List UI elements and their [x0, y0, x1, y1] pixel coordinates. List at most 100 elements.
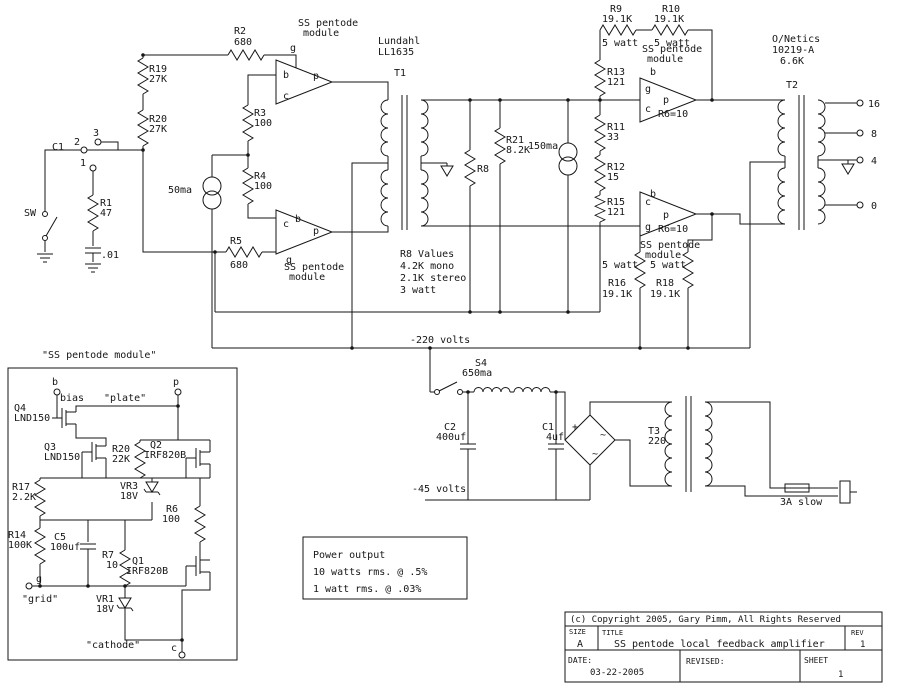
value-label: 22K [112, 454, 130, 465]
pin-letter: g [645, 84, 651, 95]
pin-letter: g [645, 222, 651, 233]
switch-sw-lever [45, 216, 58, 237]
fuse-rating: 3A slow [780, 497, 823, 508]
value-label: 220 [648, 436, 666, 447]
switch-s4-contact [434, 389, 440, 395]
title-label: TITLE [602, 629, 623, 637]
rail-label: -220 volts [410, 335, 470, 346]
module-callout: SS pentode [642, 44, 702, 55]
ref-label: R2 [234, 26, 246, 37]
t2-impedance: 6.6K [780, 56, 804, 67]
pin-label: 1 [80, 158, 86, 169]
value-label: 18V [120, 491, 138, 502]
tap-label: 0 [871, 201, 877, 212]
module-terminal-p [174, 388, 182, 396]
value-label: 100 [254, 118, 272, 129]
value-label: 100uf [50, 542, 80, 553]
value-label: 19.1K [602, 14, 632, 25]
terminal-name: bias [60, 393, 84, 404]
ref-label: R20 [149, 114, 167, 125]
module-callout: module [645, 250, 681, 261]
t1-ref: T1 [394, 68, 406, 79]
value-label: LND150 [14, 413, 50, 424]
input-pin-3 [94, 138, 102, 146]
ref-label: R16 [608, 278, 626, 289]
switch-label: SW [24, 208, 37, 219]
output-tap-4 [856, 156, 864, 164]
drawing-title: SS pentode local feedback amplifier [614, 639, 825, 650]
ref-label: R10 [662, 4, 680, 15]
rating-label: 5 watt [650, 260, 686, 271]
value-label: 100K [8, 540, 32, 551]
ref-label: R17 [12, 482, 30, 493]
note-line: 4.2K mono [400, 261, 454, 272]
junction-dots [38, 53, 714, 642]
ref-label: R19 [149, 64, 167, 75]
module-heading: "SS pentode module" [42, 350, 156, 361]
wires-t1-section [332, 81, 448, 348]
fuse-icon [784, 483, 810, 493]
tap-label: 8 [871, 129, 877, 140]
ref-label: R11 [607, 122, 625, 133]
value-label: 10 [106, 560, 118, 571]
rev-value: 1 [860, 640, 865, 650]
value-label: 8.2K [506, 145, 530, 156]
module-terminal-c [178, 651, 186, 659]
switch-s4-contact [457, 389, 463, 395]
rating-label: 5 watt [602, 260, 638, 271]
title-block-text: (c) Copyright 2005, Gary Pimm, All Right… [568, 615, 865, 680]
terminal-name: "cathode" [86, 640, 140, 651]
pin-letter: g [286, 255, 292, 266]
t1-model: LL1635 [378, 47, 414, 58]
date-label: DATE: [568, 656, 592, 665]
value-label: IRF820B [144, 450, 186, 461]
terminal-letter: p [173, 377, 179, 388]
rating-label: 650ma [462, 368, 492, 379]
ref-label: S4 [475, 358, 487, 369]
module-detail-box [7, 367, 238, 661]
ref-label: R18 [656, 278, 674, 289]
pin-label: 2 [74, 137, 80, 148]
ref-label: C5 [54, 532, 66, 543]
ac-mark: ~ [592, 449, 598, 460]
value-label: 19.1K [654, 14, 684, 25]
value-label: 121 [607, 207, 625, 218]
ref-label: Q4 [14, 403, 26, 414]
outline-boxes [7, 367, 468, 661]
t2-make: O/Netics [772, 34, 820, 45]
terminal-name: "grid" [22, 594, 58, 605]
value-label: .01 [101, 250, 119, 261]
pin-letter: g [290, 43, 296, 54]
value-label: 2.2K [12, 492, 36, 503]
input-pin-1 [89, 164, 97, 172]
ref-label: R1 [100, 198, 112, 209]
t1-make: Lundahl [378, 36, 420, 47]
ref-label: Q3 [44, 442, 56, 453]
value-label: LND150 [44, 452, 80, 463]
value-label: 15 [607, 172, 619, 183]
polarity-plus: + [572, 422, 578, 433]
labels-right: R9 19.1K 5 watt R10 19.1K 5 watt R13 121… [602, 4, 702, 300]
terminal-letter: c [171, 643, 177, 654]
pin-label: 3 [93, 128, 99, 139]
module-callout: module [647, 54, 683, 65]
ac-mark: ~ [600, 430, 606, 441]
connector-terminals [25, 99, 864, 659]
pin-letter: p [663, 210, 669, 221]
wires-neg220-rail [212, 347, 750, 392]
ref-label: R8 [477, 164, 489, 175]
labels-input: C1 3 2 1 SW R1 47 .01 R19 27K R20 27K R2… [24, 26, 272, 271]
pin-letter: p [663, 95, 669, 106]
terminal-name: "plate" [104, 393, 146, 404]
note-line: 2.1K stereo [400, 273, 466, 284]
value-label: 18V [96, 604, 114, 615]
value-label: 100 [162, 514, 180, 525]
tap-label: 4 [871, 156, 877, 167]
pin-letter: c [645, 104, 651, 115]
output-tap-8 [856, 129, 864, 137]
title-block [564, 611, 883, 683]
module-terminal-b [53, 388, 61, 396]
module-callout: SS pentode [298, 18, 358, 29]
wires-center-section [215, 30, 640, 313]
switch-sw-contact [42, 211, 48, 217]
